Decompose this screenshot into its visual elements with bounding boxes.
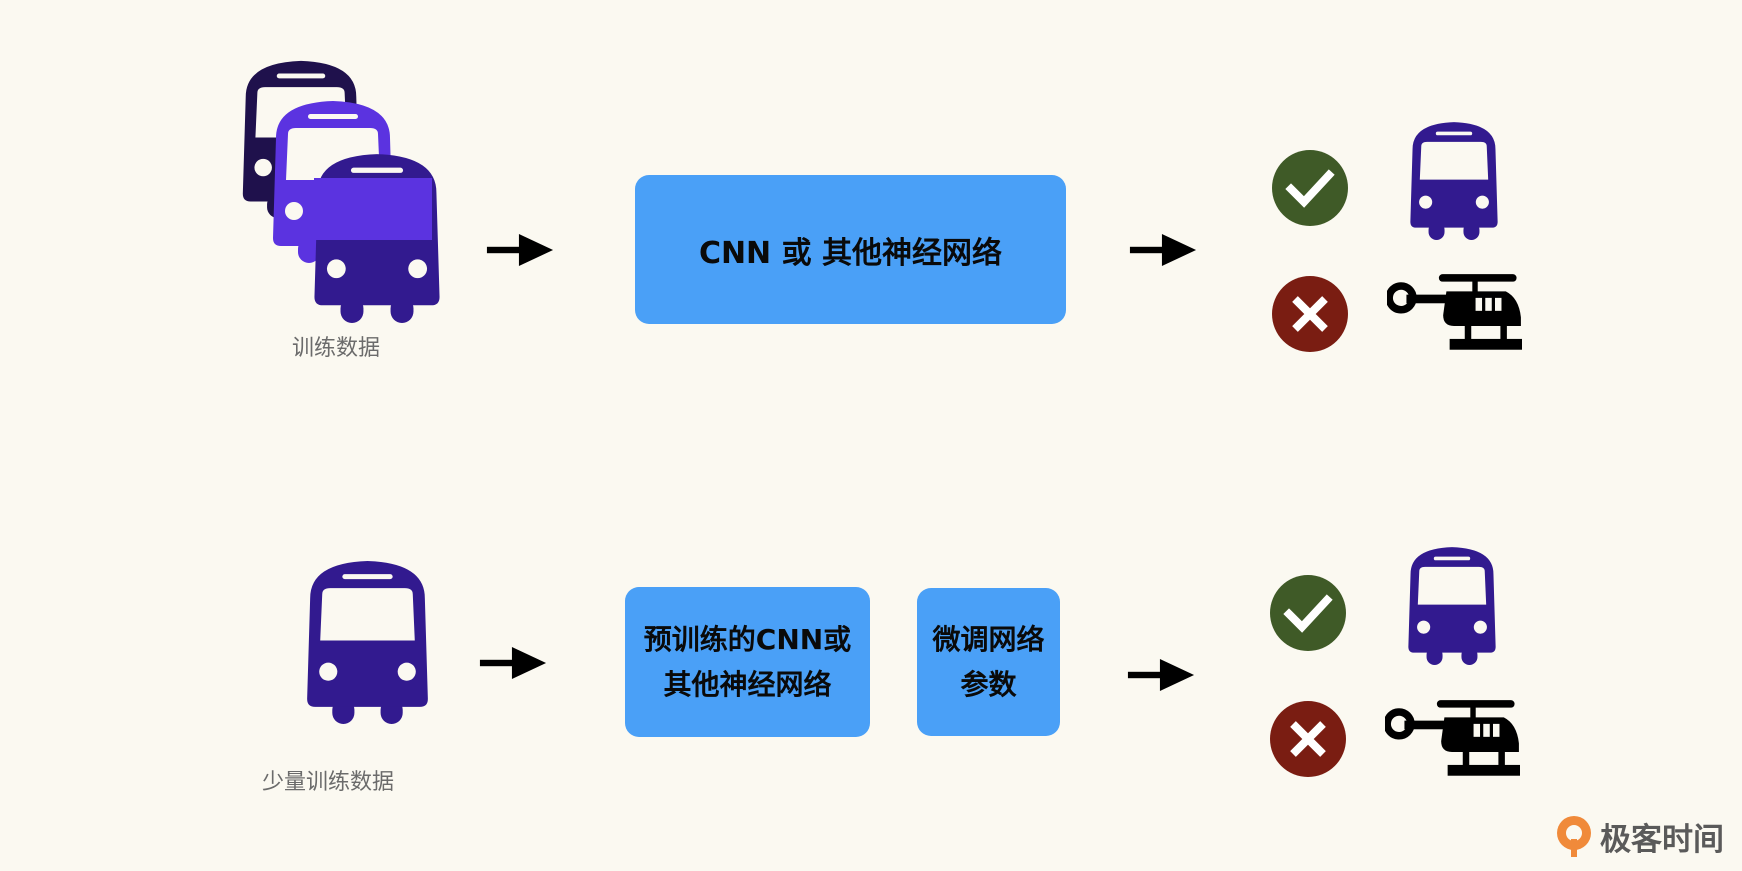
finetune-line2: 参数 <box>960 668 1017 701</box>
brand-logo: 极客时间 <box>1554 813 1724 859</box>
brand-name: 极客时间 <box>1600 821 1724 858</box>
bus-icon <box>1405 120 1503 240</box>
x-circle-icon <box>1272 276 1348 352</box>
model-box-label: CNN 或 其他神经网络 <box>698 235 1003 271</box>
brand-logo-icon <box>1557 816 1591 857</box>
arrow-right-icon <box>1126 659 1196 691</box>
helicopter-icon <box>1385 700 1520 778</box>
training-data-bus-stack <box>232 58 452 318</box>
arrow-right-icon <box>478 647 548 679</box>
training-data-label: 训练数据 <box>292 336 381 361</box>
bus-icon <box>1403 545 1501 665</box>
pretrained-model-line2: 其他神经网络 <box>663 668 832 701</box>
arrow-right-icon <box>485 234 555 266</box>
x-circle-icon <box>1270 701 1346 777</box>
finetune-box: 微调网络 参数 <box>917 588 1060 736</box>
helicopter-icon <box>1387 274 1522 352</box>
check-circle-icon <box>1270 575 1346 651</box>
arrow-right-icon <box>1128 234 1198 266</box>
bus-icon <box>300 558 435 724</box>
pretrained-model-line1: 预训练的CNN或 <box>643 623 852 656</box>
pretrained-model-box: 预训练的CNN或 其他神经网络 <box>625 587 870 737</box>
model-box: CNN 或 其他神经网络 <box>635 175 1066 324</box>
few-training-data-label: 少量训练数据 <box>262 770 395 795</box>
finetune-line1: 微调网络 <box>932 623 1045 656</box>
check-circle-icon <box>1272 150 1348 226</box>
